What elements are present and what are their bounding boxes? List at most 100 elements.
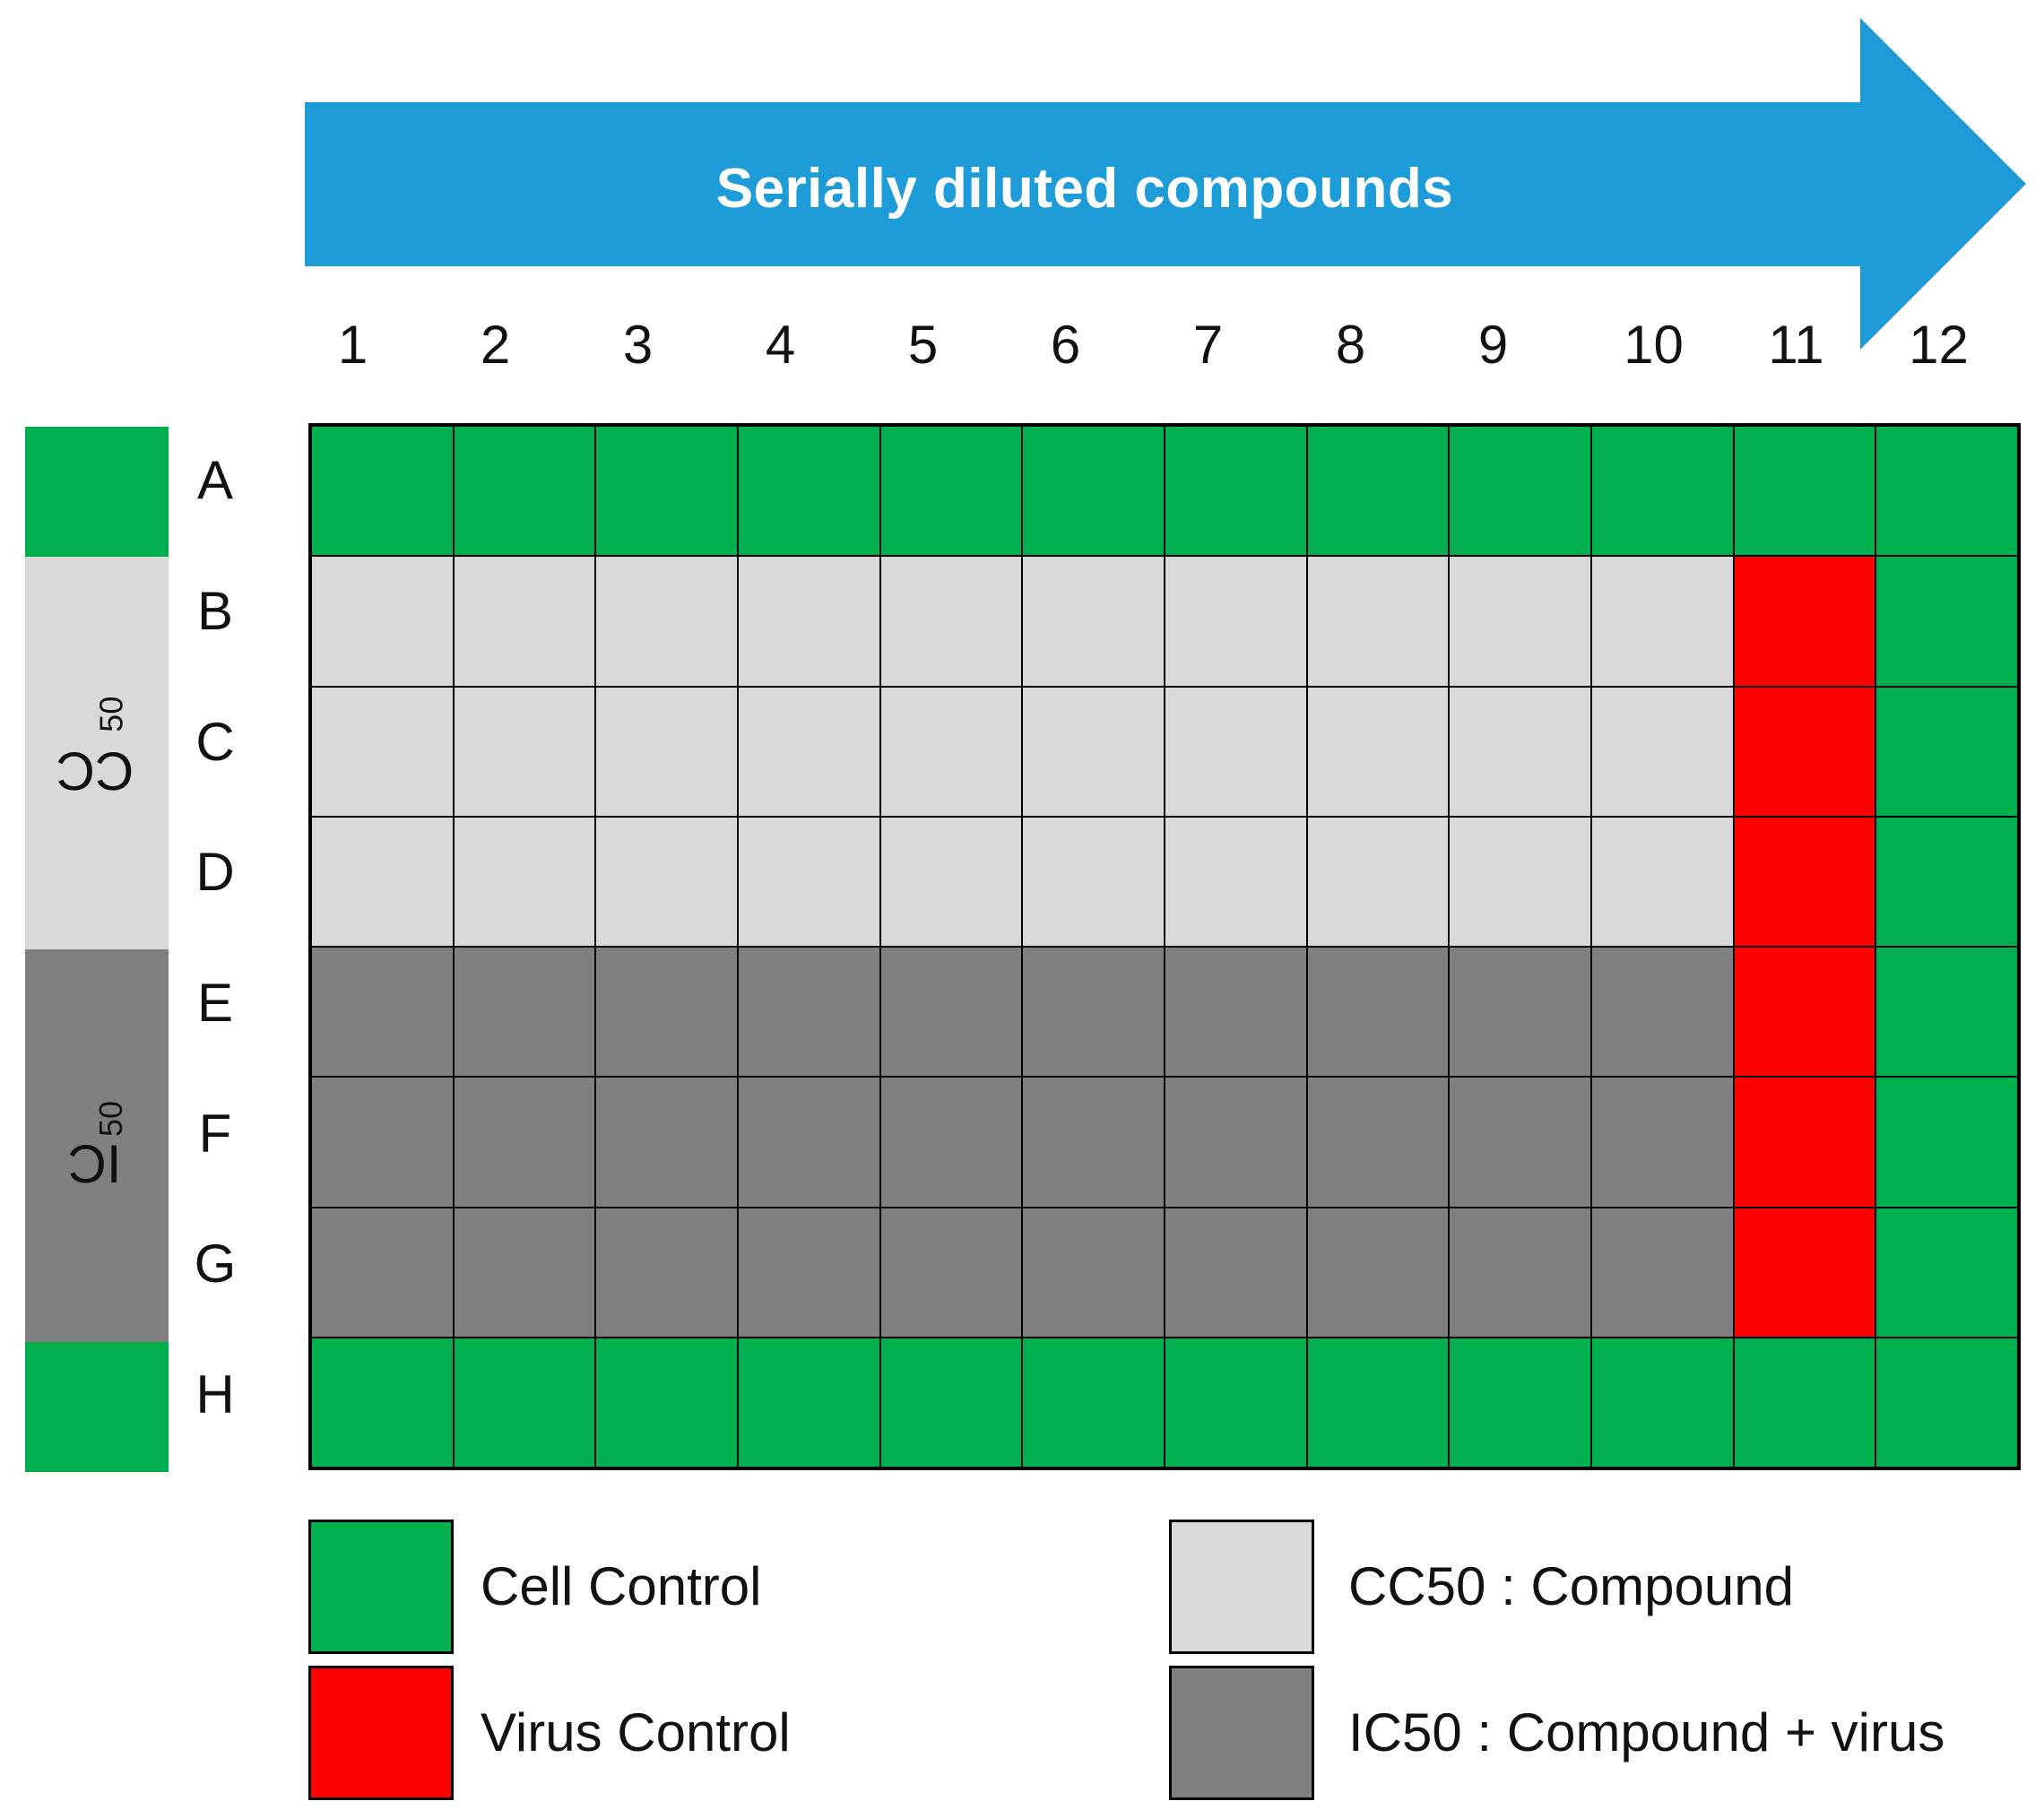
- well-E1: [311, 947, 454, 1078]
- column-label: 10: [1624, 315, 1684, 375]
- row-label: B: [196, 581, 234, 641]
- well-G12: [1875, 1207, 2018, 1338]
- well-B12: [1875, 556, 2018, 687]
- well-F6: [1022, 1077, 1165, 1208]
- well-G8: [1306, 1207, 1450, 1338]
- well-H6: [1022, 1337, 1165, 1468]
- well-A8: [1306, 426, 1450, 557]
- well-B1: [311, 556, 454, 687]
- well-B9: [1449, 556, 1591, 687]
- well-A2: [453, 426, 596, 557]
- well-C9: [1449, 686, 1591, 817]
- column-label: 12: [1909, 315, 1969, 375]
- well-A1: [311, 426, 454, 557]
- legend-label-cell-control: Cell Control: [481, 1556, 762, 1616]
- well-A4: [738, 426, 880, 557]
- well-E9: [1449, 947, 1591, 1078]
- column-label: 7: [1192, 315, 1224, 375]
- well-F5: [879, 1077, 1023, 1208]
- well-H8: [1306, 1337, 1450, 1468]
- well-A6: [1022, 426, 1165, 557]
- well-B10: [1591, 556, 1734, 687]
- well-B2: [453, 556, 596, 687]
- well-H2: [453, 1337, 596, 1468]
- well-E5: [879, 947, 1023, 1078]
- legend-swatch-virus-control: [308, 1666, 454, 1800]
- side-band-cc50: [25, 557, 169, 949]
- well-G5: [879, 1207, 1023, 1338]
- well-A7: [1165, 426, 1307, 557]
- well-C11: [1733, 686, 1876, 817]
- well-D6: [1022, 816, 1165, 947]
- legend-swatch-ic50: [1169, 1666, 1314, 1800]
- well-A12: [1875, 426, 2018, 557]
- well-F9: [1449, 1077, 1591, 1208]
- well-C7: [1165, 686, 1307, 817]
- well-A5: [879, 426, 1023, 557]
- well-C12: [1875, 686, 2018, 817]
- well-D4: [738, 816, 880, 947]
- well-D3: [595, 816, 738, 947]
- row-label: E: [196, 973, 234, 1033]
- well-B7: [1165, 556, 1307, 687]
- well-F2: [453, 1077, 596, 1208]
- well-G11: [1733, 1207, 1876, 1338]
- well-D5: [879, 816, 1023, 947]
- row-label: H: [195, 1364, 235, 1425]
- well-F1: [311, 1077, 454, 1208]
- well-E4: [738, 947, 880, 1078]
- side-band-ic50: [25, 949, 169, 1342]
- well-A3: [595, 426, 738, 557]
- well-G7: [1165, 1207, 1307, 1338]
- well-C8: [1306, 686, 1450, 817]
- well-C6: [1022, 686, 1165, 817]
- row-label: C: [195, 712, 235, 772]
- well-H3: [595, 1337, 738, 1468]
- well-H12: [1875, 1337, 2018, 1468]
- well-C1: [311, 686, 454, 817]
- well-E2: [453, 947, 596, 1078]
- well-F7: [1165, 1077, 1307, 1208]
- well-B8: [1306, 556, 1450, 687]
- well-D1: [311, 816, 454, 947]
- well-D12: [1875, 816, 2018, 947]
- arrow-shape: [305, 18, 2026, 350]
- ic50-side-label: IC50: [67, 1100, 129, 1194]
- well-B6: [1022, 556, 1165, 687]
- row-label: A: [196, 450, 234, 510]
- side-band-cell-control-bottom: [25, 1342, 169, 1472]
- well-E8: [1306, 947, 1450, 1078]
- row-label: F: [198, 1104, 232, 1164]
- side-band-cell-control-top: [25, 427, 169, 557]
- well-C2: [453, 686, 596, 817]
- well-G3: [595, 1207, 738, 1338]
- well-G2: [453, 1207, 596, 1338]
- legend-swatch-cell-control: [308, 1520, 454, 1654]
- well-E7: [1165, 947, 1307, 1078]
- well-A10: [1591, 426, 1734, 557]
- well-F4: [738, 1077, 880, 1208]
- well-B3: [595, 556, 738, 687]
- column-label: 3: [622, 315, 654, 375]
- well-E12: [1875, 947, 2018, 1078]
- well-E11: [1733, 947, 1876, 1078]
- well-F11: [1733, 1077, 1876, 1208]
- well-F10: [1591, 1077, 1734, 1208]
- well-A11: [1733, 426, 1876, 557]
- well-H10: [1591, 1337, 1734, 1468]
- well-H5: [879, 1337, 1023, 1468]
- well-D11: [1733, 816, 1876, 947]
- well-H4: [738, 1337, 880, 1468]
- well-E10: [1591, 947, 1734, 1078]
- column-label: 4: [765, 315, 796, 375]
- well-G4: [738, 1207, 880, 1338]
- well-D9: [1449, 816, 1591, 947]
- well-H9: [1449, 1337, 1591, 1468]
- cc50-side-label: CC50: [56, 696, 134, 801]
- well-B5: [879, 556, 1023, 687]
- legend-label-virus-control: Virus Control: [481, 1702, 791, 1762]
- well-D7: [1165, 816, 1307, 947]
- column-label: 5: [907, 315, 939, 375]
- column-label: 9: [1477, 315, 1509, 375]
- column-label: 6: [1050, 315, 1081, 375]
